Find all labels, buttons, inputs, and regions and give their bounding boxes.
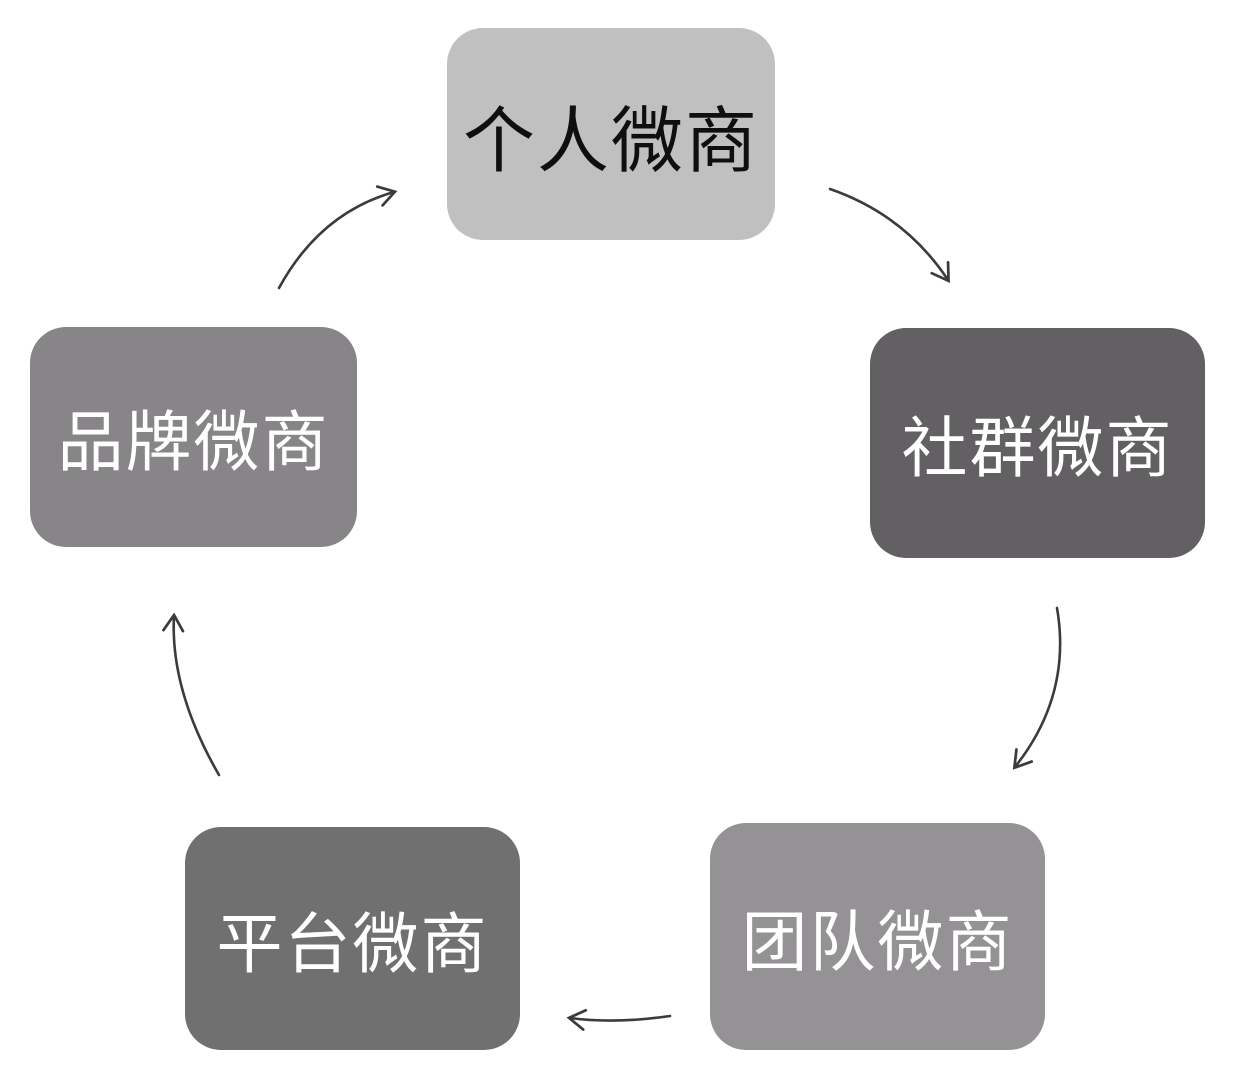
arrow-community-to-team [1012, 606, 1062, 770]
node-platform-weishang: 平台微商 [185, 827, 520, 1050]
arrow-platform-to-brand [162, 612, 221, 777]
node-label: 个人微商 [462, 101, 759, 182]
node-team-weishang: 团队微商 [710, 823, 1045, 1050]
node-label: 社群微商 [901, 411, 1174, 485]
node-personal-weishang: 个人微商 [447, 28, 775, 240]
node-label: 团队微商 [741, 904, 1014, 979]
arrow-team-to-platform [566, 1008, 672, 1031]
node-community-weishang: 社群微商 [870, 328, 1205, 558]
arrow-brand-to-personal [277, 185, 398, 290]
node-label: 品牌微商 [57, 405, 330, 479]
node-brand-weishang: 品牌微商 [30, 327, 357, 547]
arrow-personal-to-community [828, 187, 950, 283]
node-label: 平台微商 [216, 906, 489, 981]
